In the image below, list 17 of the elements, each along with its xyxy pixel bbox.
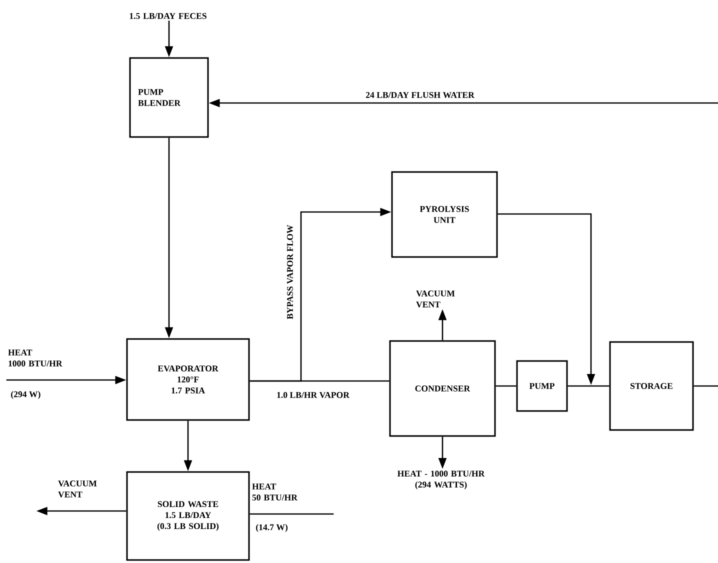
flow-label: 1.5 LB/DAY FECES — [130, 13, 206, 19]
process-box: STORAGE — [609, 341, 694, 431]
process-box: SOLID WASTE 1.5 LB/DAY (0.3 LB SOLID) — [126, 471, 250, 561]
edge-label: 1.0 LB/HR VAPOR — [276, 391, 350, 399]
flow-label: HEAT 1000 BTU/HR — [8, 350, 62, 366]
process-box: PUMP — [516, 360, 568, 412]
process-box: CONDENSER — [389, 340, 496, 437]
flow-label: (294 W) — [11, 391, 40, 399]
flow-label: VACUUM VENT — [58, 480, 97, 498]
flow-label: HEAT 50 BTU/HR — [252, 484, 298, 500]
flow-label: VACUUM VENT — [416, 290, 455, 308]
flow-label: HEAT - 1000 BTU/HR (294 WATTS) — [397, 470, 485, 490]
edge-label: 24 LB/DAY FLUSH WATER — [364, 91, 476, 99]
process-box: EVAPORATOR 120°F 1.7 PSIA — [126, 338, 250, 421]
edge-label: BYPASS VAPOR FLOW — [286, 224, 294, 320]
process-box: PYROLYSIS UNIT — [391, 171, 498, 258]
process-box: PUMP BLENDER — [129, 57, 209, 138]
